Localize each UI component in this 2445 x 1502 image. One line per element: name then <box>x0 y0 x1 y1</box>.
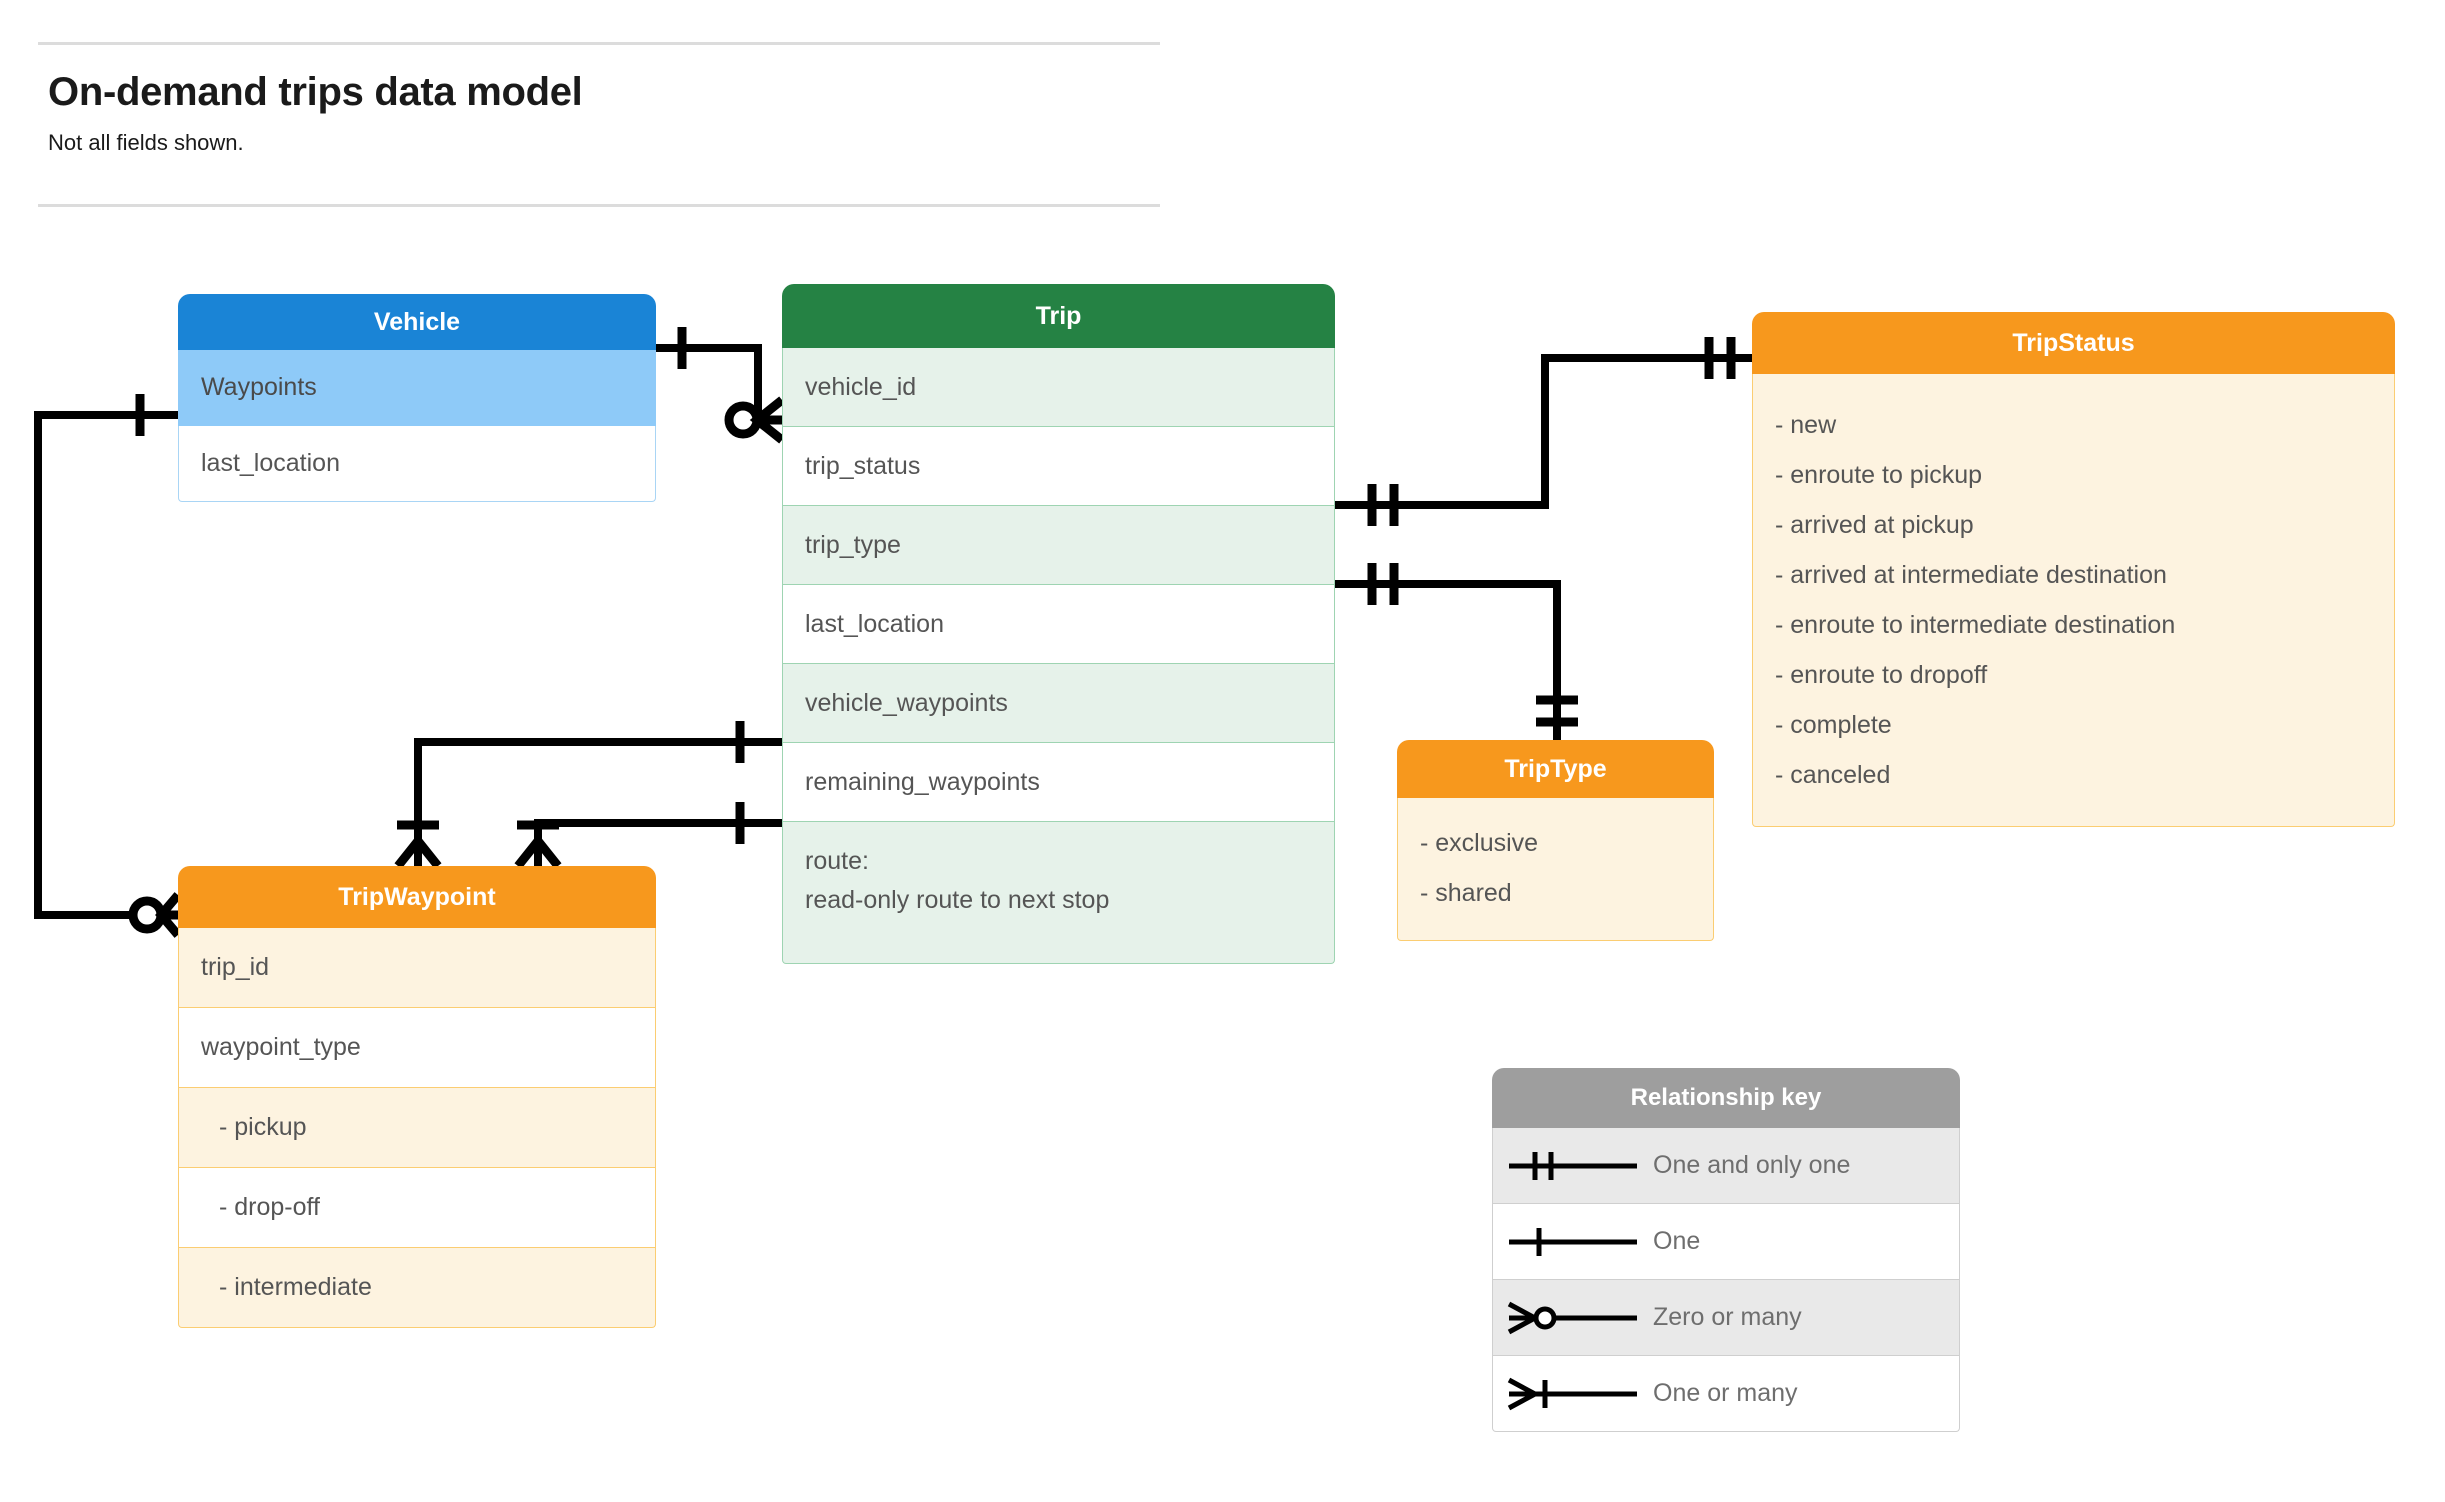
entity-tripstatus-values: - new - enroute to pickup - arrived at p… <box>1752 374 2395 827</box>
tripstatus-value-complete: - complete <box>1775 711 1892 739</box>
legend-row-zero-or-many: Zero or many <box>1492 1280 1960 1356</box>
tripstatus-value-canceled: - canceled <box>1775 761 1891 789</box>
connector-trip-vehicle-waypoints <box>414 738 782 866</box>
entity-trip-field-trip-type[interactable]: trip_type <box>782 506 1335 585</box>
entity-tripwaypoint-value-intermediate[interactable]: - intermediate <box>178 1248 656 1328</box>
entity-vehicle-title: Vehicle <box>178 294 656 350</box>
entity-tripstatus-title: TripStatus <box>1752 312 2395 374</box>
entity-tripwaypoint[interactable]: TripWaypoint trip_id waypoint_type - pic… <box>178 866 656 1328</box>
entity-trip-title: Trip <box>782 284 1335 348</box>
connector-trip-tripstatus <box>1335 354 1752 509</box>
entity-triptype[interactable]: TripType - exclusive - shared <box>1397 740 1714 941</box>
one-icon <box>1493 1222 1653 1262</box>
connector-vehicle-trip <box>656 344 762 420</box>
tripstatus-value-enroute-to-dropoff: - enroute to dropoff <box>1775 661 1988 689</box>
entity-trip-route-label: route: <box>805 847 869 875</box>
entity-tripstatus[interactable]: TripStatus - new - enroute to pickup - a… <box>1752 312 2395 827</box>
entity-vehicle[interactable]: Vehicle Waypoints last_location <box>178 294 656 502</box>
entity-trip[interactable]: Trip vehicle_id trip_status trip_type la… <box>782 284 1335 964</box>
relationship-key-title: Relationship key <box>1492 1068 1960 1128</box>
legend-label-one-or-many: One or many <box>1653 1379 1798 1407</box>
legend-label-one: One <box>1653 1227 1701 1255</box>
entity-triptype-values: - exclusive - shared <box>1397 798 1714 941</box>
entity-trip-field-vehicle-id[interactable]: vehicle_id <box>782 348 1335 427</box>
tripstatus-value-enroute-to-pickup: - enroute to pickup <box>1775 461 1983 489</box>
tripstatus-value-arrived-at-intermediate-destination: - arrived at intermediate destination <box>1775 561 2167 589</box>
legend-label-one-and-only-one: One and only one <box>1653 1151 1851 1179</box>
zero-or-many-icon <box>1493 1298 1653 1338</box>
legend-row-one-or-many: One or many <box>1492 1356 1960 1432</box>
relationship-key-legend[interactable]: Relationship key One and only one One <box>1492 1068 1960 1432</box>
entity-tripwaypoint-value-pickup[interactable]: - pickup <box>178 1088 656 1168</box>
entity-trip-route-note: read-only route to next stop <box>805 885 1110 914</box>
page-title: On-demand trips data model <box>48 70 583 114</box>
tripstatus-value-enroute-to-intermediate-destination: - enroute to intermediate destination <box>1775 611 2176 639</box>
entity-vehicle-field-waypoints[interactable]: Waypoints <box>178 350 656 426</box>
entity-tripwaypoint-field-trip-id[interactable]: trip_id <box>178 928 656 1008</box>
triptype-value-shared: - shared <box>1420 879 1512 907</box>
header-divider-top <box>38 42 1160 45</box>
triptype-value-exclusive: - exclusive <box>1420 829 1539 857</box>
entity-tripwaypoint-field-waypoint-type[interactable]: waypoint_type <box>178 1008 656 1088</box>
tripstatus-value-new: - new <box>1775 411 1837 439</box>
entity-triptype-title: TripType <box>1397 740 1714 798</box>
connector-vehicle-waypoints-tripwaypoint <box>34 411 178 919</box>
entity-trip-field-trip-status[interactable]: trip_status <box>782 427 1335 506</box>
legend-label-zero-or-many: Zero or many <box>1653 1303 1802 1331</box>
header-divider-bottom <box>38 204 1160 207</box>
one-and-only-one-icon <box>1493 1146 1653 1186</box>
entity-trip-field-route[interactable]: route: read-only route to next stop <box>782 822 1335 964</box>
entity-trip-field-last-location[interactable]: last_location <box>782 585 1335 664</box>
legend-row-one-and-only-one: One and only one <box>1492 1128 1960 1204</box>
one-or-many-icon <box>1493 1374 1653 1414</box>
tripstatus-value-arrived-at-pickup: - arrived at pickup <box>1775 511 1974 539</box>
legend-row-one: One <box>1492 1204 1960 1280</box>
connector-trip-triptype <box>1335 580 1561 740</box>
entity-tripwaypoint-title: TripWaypoint <box>178 866 656 928</box>
entity-trip-field-remaining-waypoints[interactable]: remaining_waypoints <box>782 743 1335 822</box>
connector-trip-remaining-waypoints <box>534 819 782 866</box>
entity-tripwaypoint-value-drop-off[interactable]: - drop-off <box>178 1168 656 1248</box>
entity-vehicle-field-last-location[interactable]: last_location <box>178 426 656 502</box>
page-subtitle: Not all fields shown. <box>48 130 244 155</box>
entity-trip-field-vehicle-waypoints[interactable]: vehicle_waypoints <box>782 664 1335 743</box>
